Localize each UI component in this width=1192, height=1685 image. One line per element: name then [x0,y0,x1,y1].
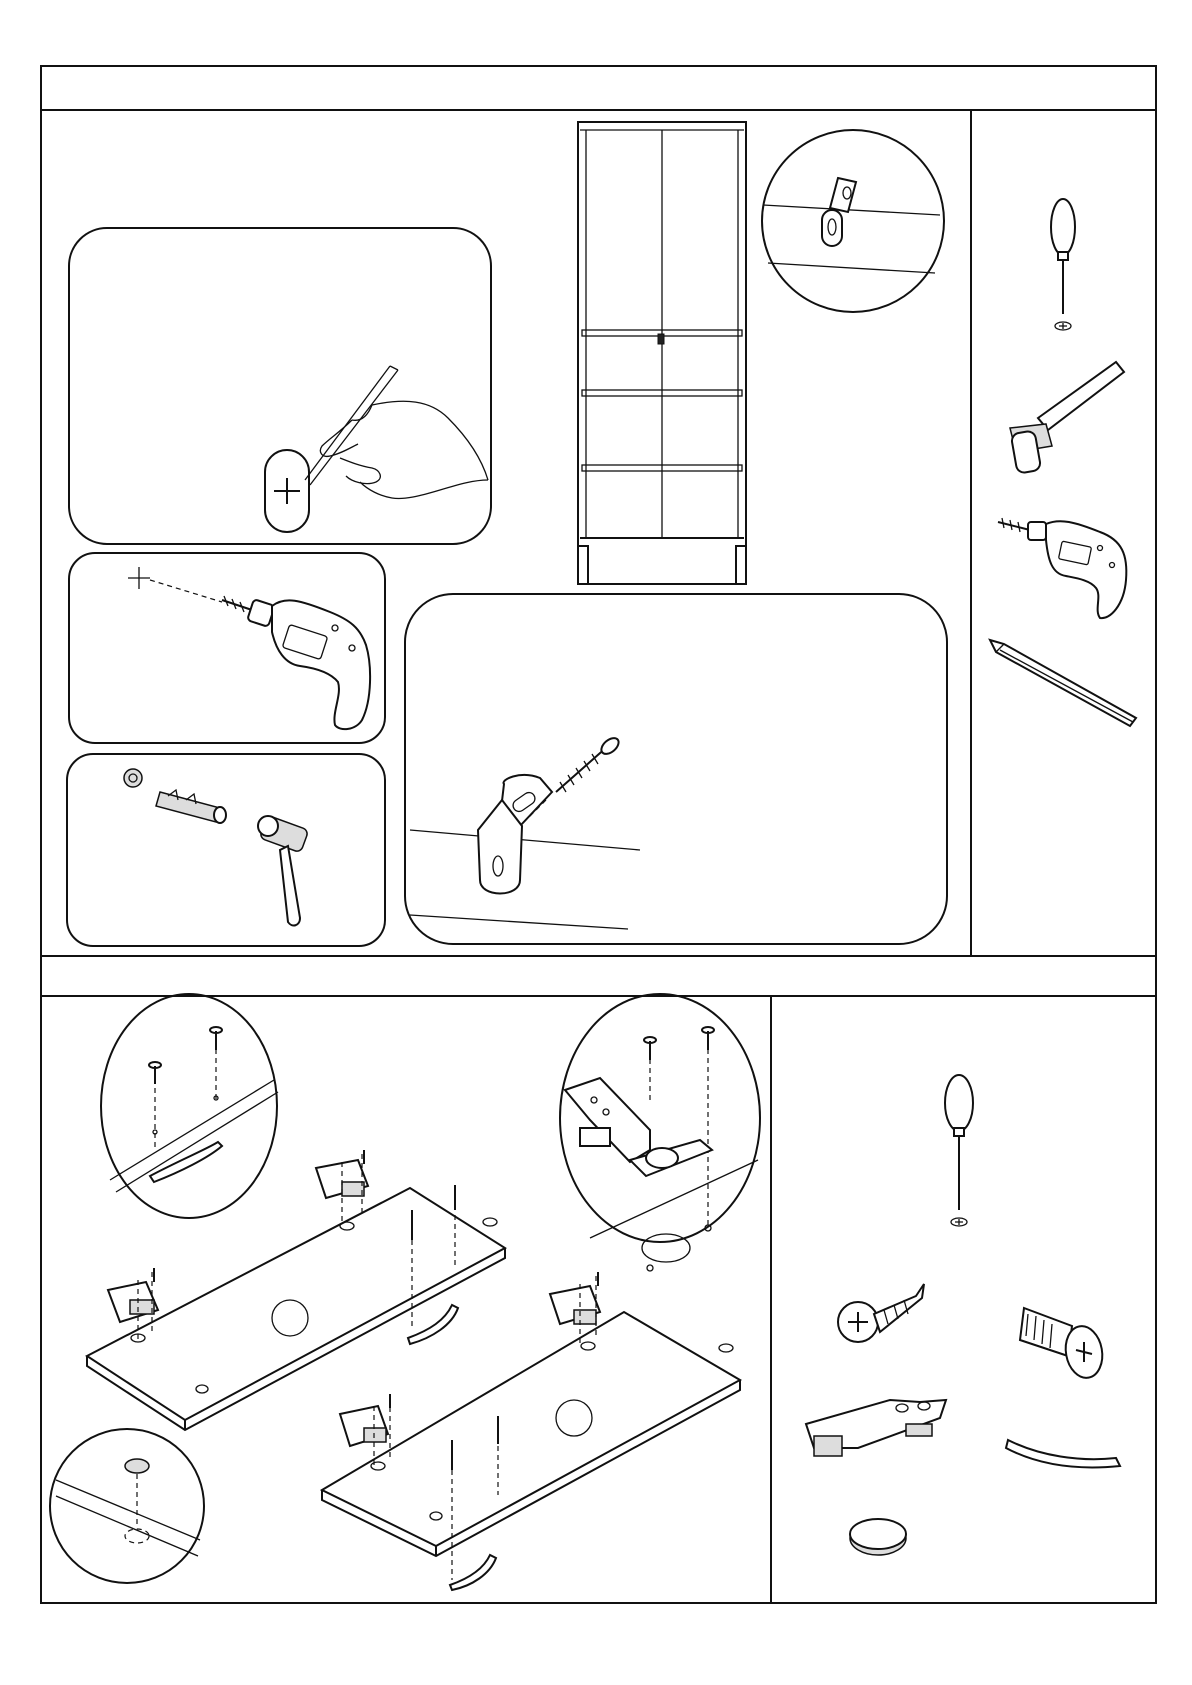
machine-screw-icon [1020,1308,1106,1381]
screw-bracket-panel [405,594,947,944]
door-panel-right [322,1272,740,1590]
screw-icon [149,1027,222,1084]
drill-icon [998,518,1126,618]
cap-icon [125,1459,149,1473]
bracket-icon [478,775,552,894]
drill-hole-panel [69,553,385,743]
drill-icon [222,596,370,729]
hinge-icon [806,1400,946,1456]
hinge-detail-circle [560,994,760,1271]
handle-icon [408,1305,458,1344]
hammer-icon [1010,362,1124,474]
cap-icon [850,1519,906,1555]
screw-detail-circle [101,994,278,1218]
hinge-icon [565,1078,712,1176]
pencil-hand-icon [305,366,488,499]
insert-plug-panel [67,754,385,946]
wood-screw-icon [838,1284,924,1342]
bracket-detail-circle [762,130,944,312]
wall-anchoring-section [67,122,1136,946]
screw-icon [556,735,622,792]
section1-tools [990,199,1136,726]
door-hinges-section [50,994,1120,1590]
section2-parts [806,1075,1120,1555]
screwdriver-icon [1051,199,1075,330]
mark-wall-panel [69,228,491,544]
handle-icon [450,1555,496,1590]
screw-icon [644,1027,714,1060]
cabinet-overview [578,122,746,584]
door-panel-left [87,1150,505,1430]
wall-hole-icon [124,769,142,787]
cup-hole [642,1234,690,1262]
handle-icon [1006,1440,1120,1467]
cap-detail-circle [50,1429,204,1583]
bracket-icon [822,178,856,246]
screwdriver-icon [945,1075,973,1226]
wall-plug-icon [156,790,226,823]
handle-icon [150,1142,222,1182]
hammer-icon [258,815,309,925]
pencil-icon [990,640,1136,726]
